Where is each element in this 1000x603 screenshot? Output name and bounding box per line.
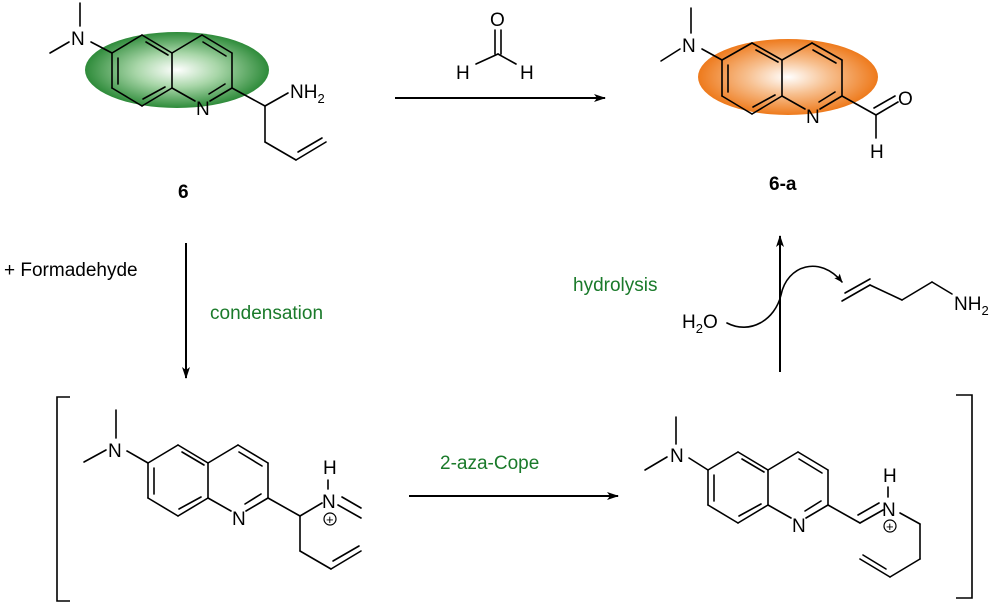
formaldehyde-h-left: H	[456, 63, 470, 84]
ring-n-label: N	[232, 509, 246, 530]
amine-n-label: N	[108, 441, 122, 462]
compound-label-6: 6	[178, 182, 189, 203]
plus-formaldehyde-label: + Formadehyde	[4, 260, 138, 281]
left-bracket	[56, 396, 70, 602]
water-reagent: H2O	[682, 312, 718, 336]
positive-charge-circle	[323, 512, 337, 526]
aldehyde-h-label: H	[870, 142, 884, 163]
iminium-n-label: N	[322, 492, 336, 513]
carbonyl-o-label: O	[898, 89, 913, 110]
amine-n-label: N	[670, 446, 684, 467]
iminium-h-label: H	[883, 466, 897, 487]
amine-n-label: N	[682, 36, 696, 57]
amine-n-label: N	[71, 29, 85, 50]
positive-charge-sign: +	[326, 512, 334, 527]
formaldehyde-h-right: H	[520, 63, 534, 84]
nh2-label: NH2	[290, 82, 325, 106]
positive-charge-sign: +	[886, 519, 894, 534]
green-highlight-ellipse	[85, 32, 269, 108]
electron-pushing-curved-arrow	[726, 265, 843, 328]
orange-highlight-ellipse	[698, 39, 878, 115]
formaldehyde-reagent: O H H	[456, 10, 534, 84]
hydrolysis-label: hydrolysis	[573, 275, 657, 296]
iminium-h-label: H	[323, 458, 337, 479]
compound-6: N N NH2 6	[49, 2, 327, 203]
iminium-intermediate-1: N N N H +	[83, 409, 362, 570]
iminium-intermediate-2: N N N H +	[644, 416, 921, 578]
aza-cope-label: 2-aza-Cope	[440, 453, 539, 474]
butenylamine-byproduct: NH2	[841, 278, 989, 318]
ring-n-label: N	[806, 107, 820, 128]
byproduct-nh2-label: NH2	[954, 294, 989, 318]
positive-charge-circle	[883, 519, 897, 533]
water-label: H2O	[682, 312, 718, 336]
compound-6a: N N O H 6-a	[660, 7, 913, 195]
iminium-n-label: N	[882, 500, 896, 521]
ring-n-label: N	[792, 516, 806, 537]
condensation-label: condensation	[210, 303, 323, 324]
compound-label-6a: 6-a	[769, 174, 797, 195]
right-bracket	[956, 394, 973, 599]
formaldehyde-o-label: O	[490, 10, 505, 31]
ring-n-label: N	[196, 99, 210, 120]
